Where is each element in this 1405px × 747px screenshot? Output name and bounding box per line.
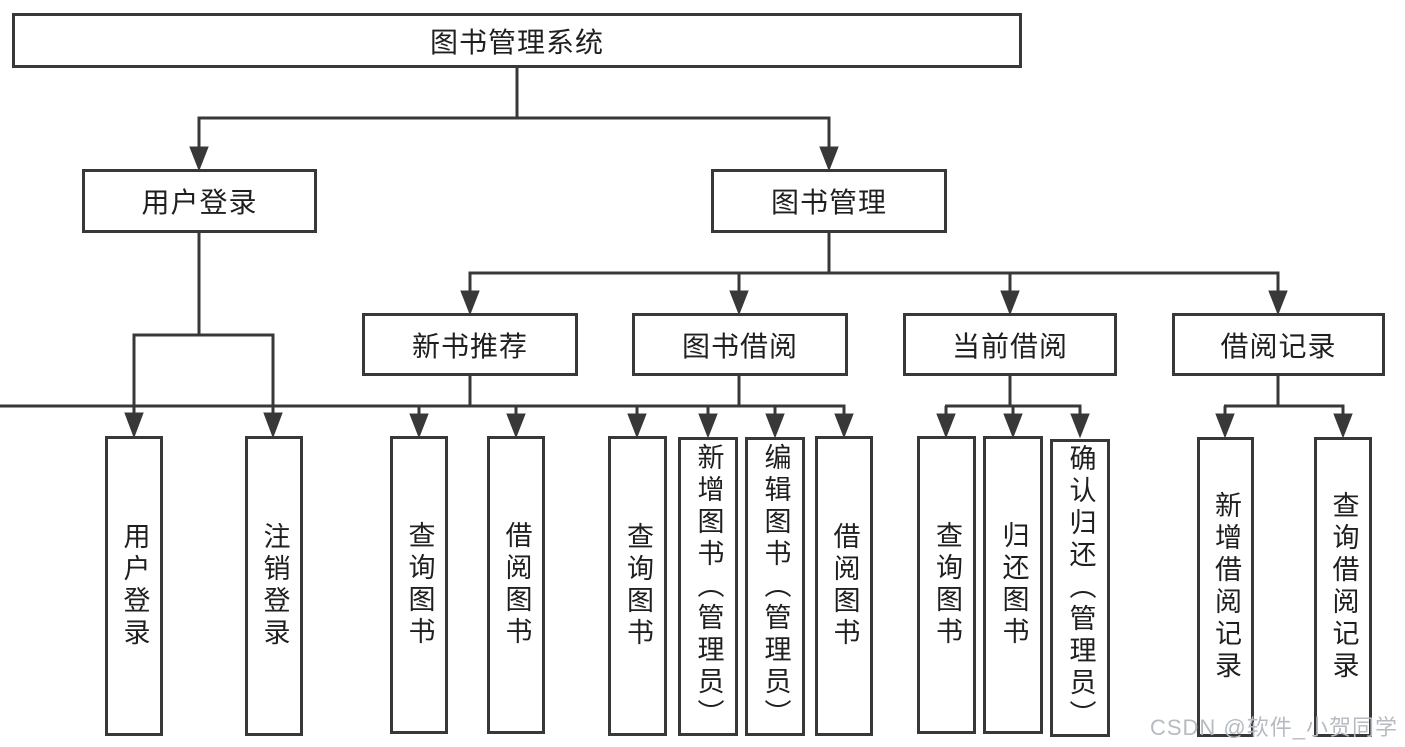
- node-library-system: 图书管理系统: [12, 13, 1022, 68]
- node-label: 新书推荐: [411, 330, 528, 362]
- leaf-borrowing-edit-books-admin: 编辑图书（管理员）: [745, 437, 805, 736]
- node-label: 查询借阅记录: [1328, 491, 1359, 683]
- node-label: 借阅记录: [1220, 330, 1337, 362]
- node-label: 当前借阅: [951, 330, 1068, 362]
- node-label: 编辑图书（管理员）: [760, 442, 791, 731]
- leaf-current-confirm-return-admin: 确认归还（管理员）: [1050, 439, 1110, 737]
- node-label: 用户登录: [119, 522, 150, 650]
- node-book-borrowing: 图书借阅: [632, 313, 848, 376]
- node-book-management: 图书管理: [711, 169, 947, 233]
- leaf-recommend-borrow-books: 借阅图书: [487, 436, 545, 734]
- leaf-user-login: 用户登录: [105, 436, 163, 736]
- node-borrowing-records: 借阅记录: [1172, 313, 1385, 376]
- leaf-borrowing-add-books-admin: 新增图书（管理员）: [678, 437, 738, 736]
- node-label: 归还图书: [998, 521, 1029, 649]
- leaf-current-query-books: 查询图书: [917, 436, 976, 734]
- leaf-borrowing-query-books: 查询图书: [608, 436, 667, 736]
- node-label: 图书借阅: [681, 330, 798, 362]
- csdn-watermark: CSDN @软件_小贺同学: [1149, 715, 1398, 740]
- node-label: 借阅图书: [829, 522, 860, 650]
- node-new-book-recommend: 新书推荐: [362, 313, 578, 376]
- node-label: 注销登录: [259, 522, 290, 650]
- node-label: 查询图书: [623, 522, 653, 650]
- leaf-borrowing-borrow-books: 借阅图书: [815, 436, 873, 736]
- leaf-logout-login: 注销登录: [245, 436, 303, 736]
- node-label: 图书管理: [770, 187, 887, 218]
- leaf-recommend-query-books: 查询图书: [390, 436, 448, 734]
- node-label: 图书管理系统: [429, 26, 604, 58]
- node-label: 查询图书: [404, 521, 435, 649]
- leaf-records-add-record: 新增借阅记录: [1197, 437, 1254, 737]
- node-label: 借阅图书: [501, 521, 532, 649]
- node-label: 确认归还（管理员）: [1065, 444, 1096, 732]
- node-label: 查询图书: [932, 521, 962, 649]
- node-user-login: 用户登录: [82, 169, 317, 233]
- node-label: 新增借阅记录: [1211, 491, 1241, 683]
- node-label: 用户登录: [141, 187, 258, 218]
- node-current-borrowing: 当前借阅: [903, 313, 1117, 376]
- leaf-current-return-books: 归还图书: [983, 436, 1043, 734]
- node-label: 新增图书（管理员）: [693, 442, 724, 731]
- leaf-records-query-record: 查询借阅记录: [1314, 437, 1372, 737]
